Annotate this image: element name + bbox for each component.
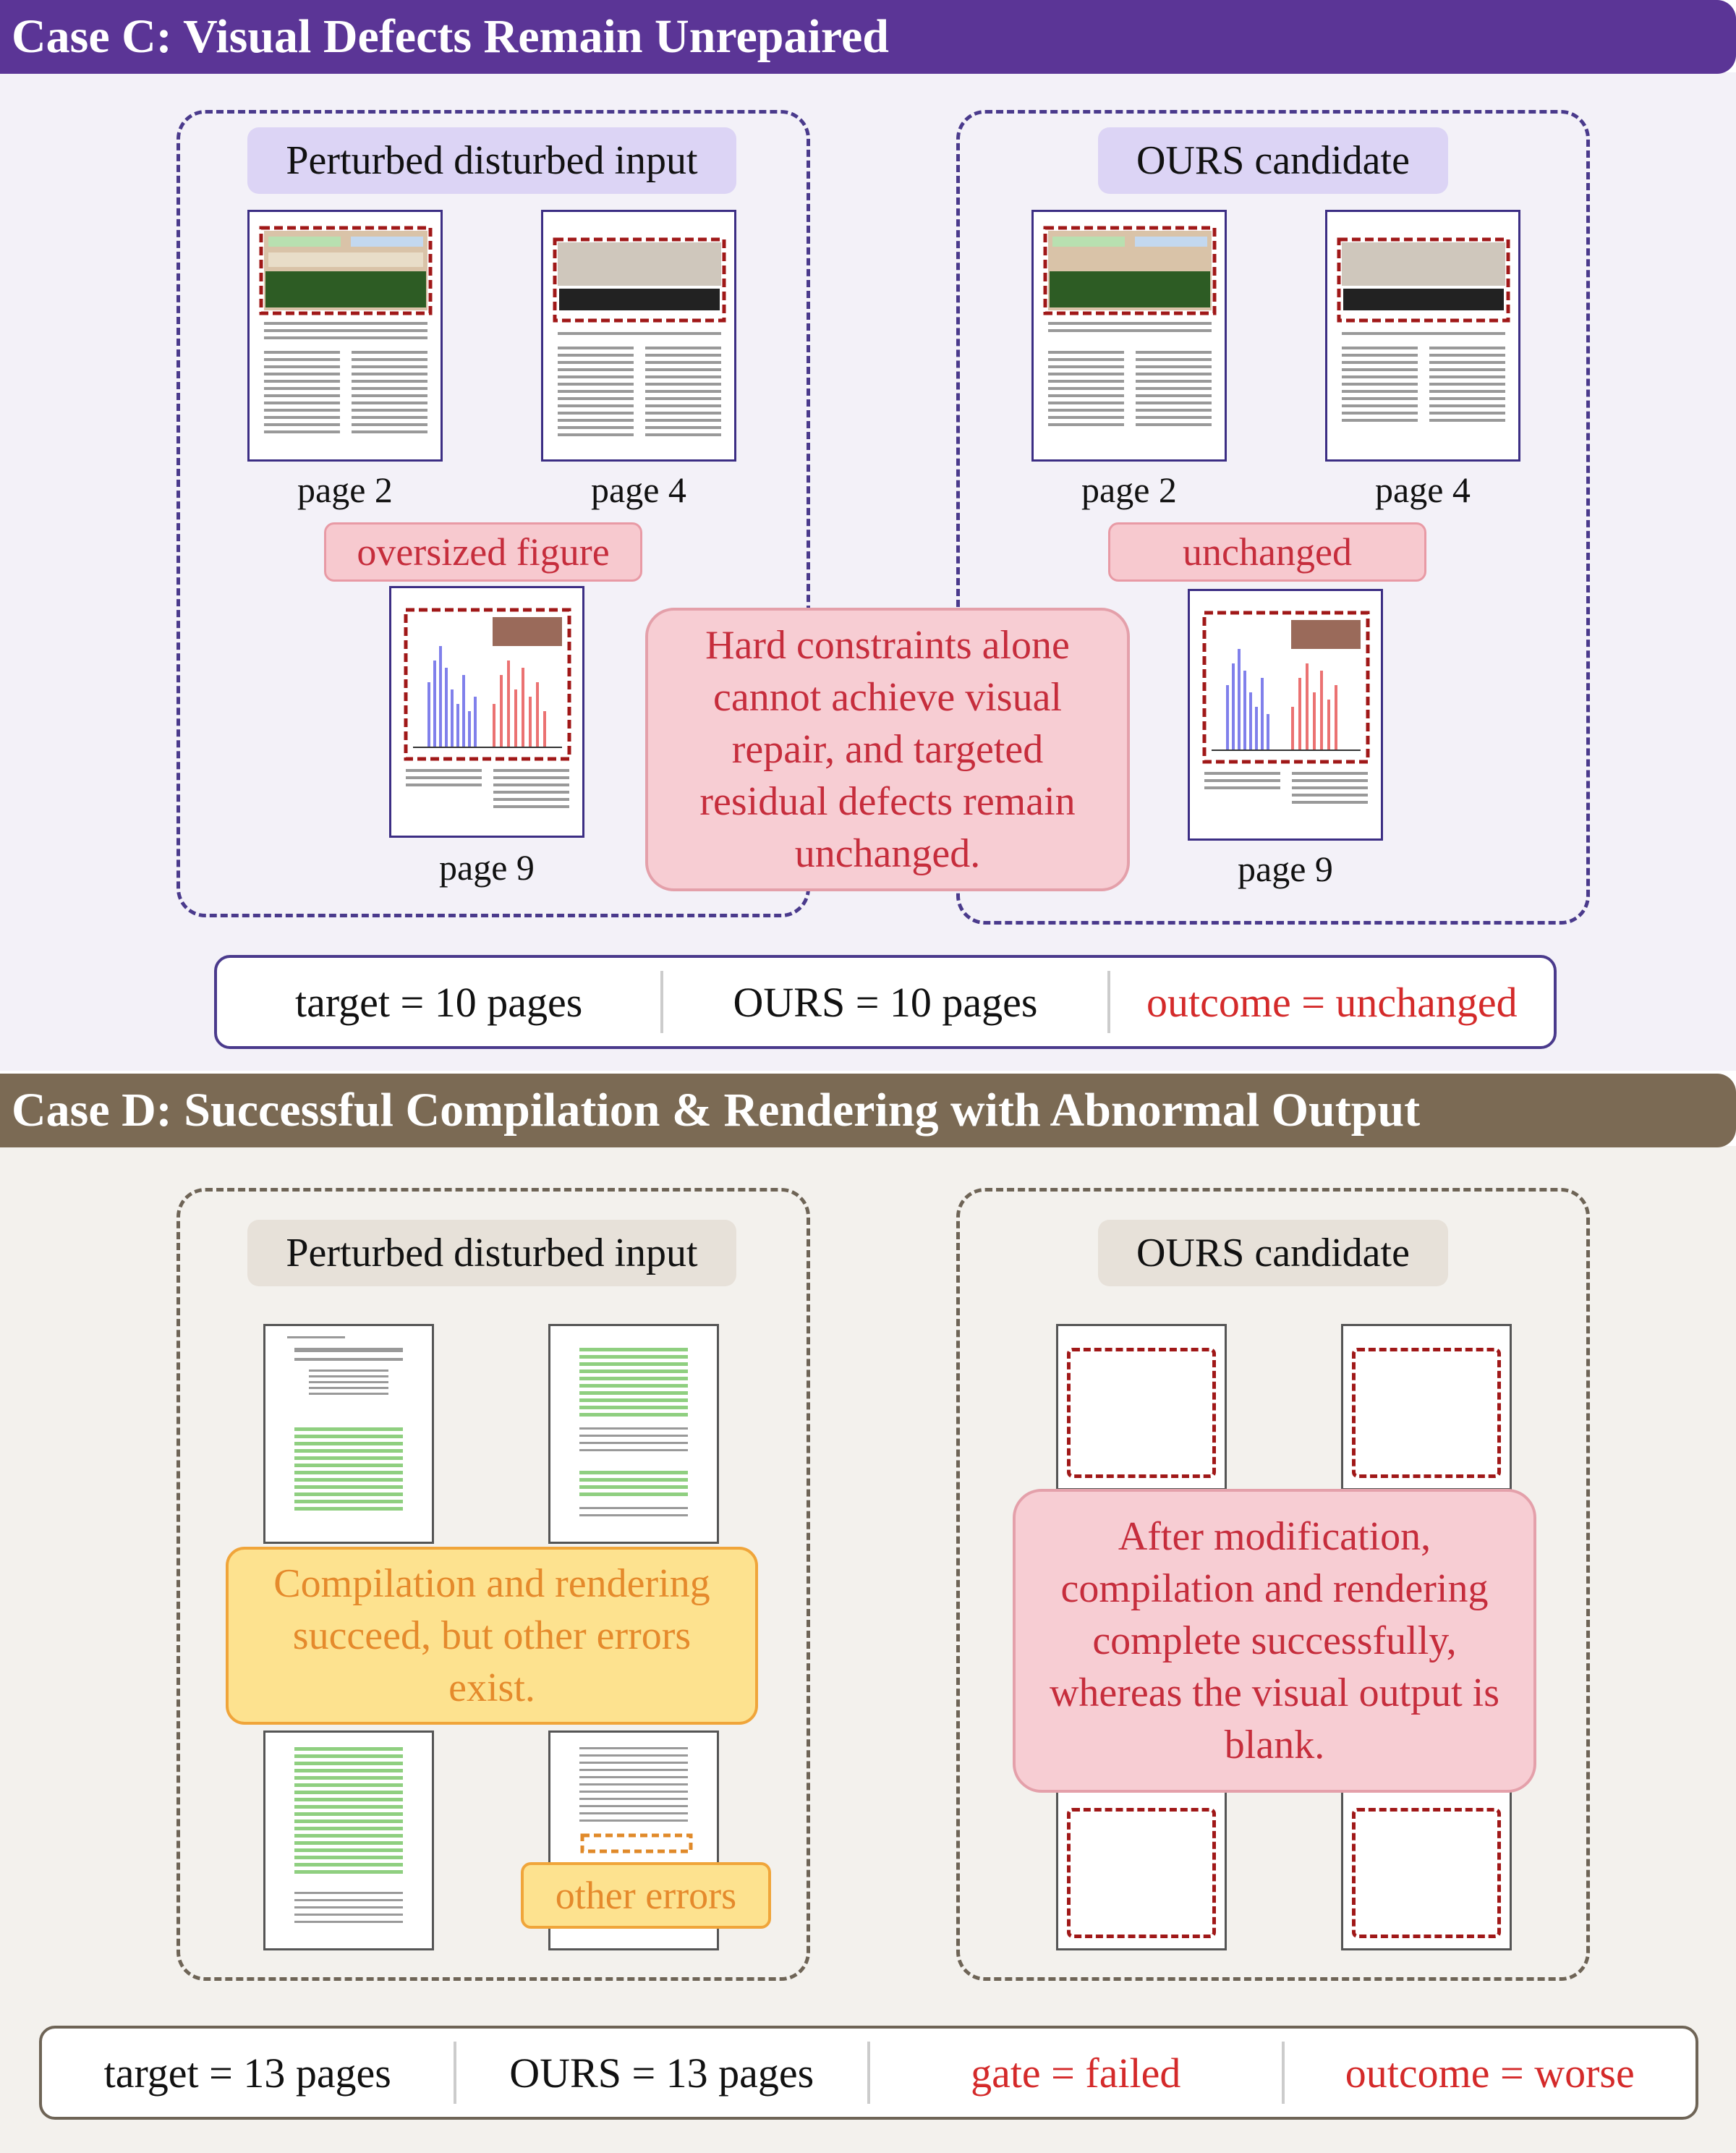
case-d-title: Case D: Successful Compilation & Renderi… — [12, 1084, 1421, 1137]
case-d-ours-page-1-blank — [1056, 1324, 1227, 1490]
ours-page-4-figure — [1337, 237, 1510, 422]
case-c-ours-page-2-label: page 2 — [1081, 470, 1177, 510]
case-d-input-header: Perturbed disturbed input — [247, 1220, 736, 1286]
case-c-input-page-4-thumbnail — [541, 210, 736, 462]
case-c-title: Case C: Visual Defects Remain Unrepaired — [12, 10, 889, 63]
case-c-ours-panel — [956, 110, 1590, 925]
case-c-input-page-2-thumbnail — [247, 210, 443, 462]
case-d-summary: target = 13 pages OURS = 13 pages gate =… — [39, 2026, 1698, 2120]
case-c-ours-page-4-thumbnail — [1325, 210, 1520, 462]
case-c-input-header: Perturbed disturbed input — [247, 127, 736, 194]
case-c-banner: Case C: Visual Defects Remain Unrepaired — [0, 0, 1736, 74]
blank-region-marker — [1352, 1348, 1501, 1478]
case-c-ours-pages: OURS = 10 pages — [733, 978, 1038, 1026]
case-c-ours-page-4-label: page 4 — [1375, 470, 1471, 510]
case-c-input-page-9-thumbnail — [389, 586, 584, 838]
case-c-input-page-4-label: page 4 — [591, 470, 686, 510]
page-4-figure — [553, 237, 726, 436]
divider — [660, 971, 664, 1033]
blank-region-marker — [1352, 1808, 1501, 1938]
page-2-figure — [259, 226, 433, 433]
case-d-input-page-1-thumbnail — [263, 1324, 434, 1544]
case-d-ours-page-2-blank — [1341, 1324, 1512, 1490]
case-c-ours-page-9-thumbnail — [1188, 589, 1383, 841]
page-9-histogram — [404, 608, 571, 808]
page-text-lines — [579, 1348, 688, 1516]
page-text-lines — [294, 1747, 403, 1923]
case-d-target-pages: target = 13 pages — [103, 2049, 391, 2097]
case-c-outcome: outcome = unchanged — [1146, 978, 1518, 1026]
other-errors-tag: other errors — [521, 1862, 771, 1929]
case-d-ours-pages: OURS = 13 pages — [509, 2049, 814, 2097]
case-d-banner: Case D: Successful Compilation & Renderi… — [0, 1074, 1736, 1147]
case-c-ours-page-2-thumbnail — [1031, 210, 1227, 462]
case-c-callout: Hard constraints alone cannot achieve vi… — [645, 608, 1130, 891]
case-d-input-page-2-thumbnail — [548, 1324, 719, 1544]
case-c-input-page-9-label: page 9 — [439, 847, 535, 888]
case-d-ours-header: OURS candidate — [1098, 1220, 1448, 1286]
unchanged-tag: unchanged — [1108, 522, 1426, 582]
divider — [1281, 2042, 1285, 2104]
case-d-ours-page-3-blank — [1056, 1787, 1227, 1950]
case-c-summary: target = 10 pages OURS = 10 pages outcom… — [214, 955, 1557, 1049]
case-d-input-page-3-thumbnail — [263, 1731, 434, 1950]
ours-page-9-histogram — [1202, 611, 1370, 804]
blank-region-marker — [1067, 1808, 1216, 1938]
case-d-ours-panel — [956, 1188, 1590, 1981]
ours-page-2-figure — [1043, 226, 1217, 426]
case-d-ours-page-4-blank — [1341, 1787, 1512, 1950]
divider — [453, 2042, 456, 2104]
case-d-input-panel — [176, 1188, 810, 1981]
case-d-gate: gate = failed — [971, 2049, 1181, 2097]
divider — [1107, 971, 1110, 1033]
oversized-figure-tag: oversized figure — [324, 522, 642, 582]
blank-region-marker — [1067, 1348, 1216, 1478]
case-d-outcome: outcome = worse — [1345, 2049, 1635, 2097]
case-d-input-callout: Compilation and rendering succeed, but o… — [226, 1547, 758, 1725]
divider — [867, 2042, 870, 2104]
case-c-input-panel — [176, 110, 810, 917]
case-c-target-pages: target = 10 pages — [295, 978, 583, 1026]
case-c-input-page-2-label: page 2 — [297, 470, 393, 510]
case-c-ours-page-9-label: page 9 — [1238, 849, 1333, 889]
case-d-ours-callout: After modification, compilation and rend… — [1013, 1489, 1536, 1793]
page-text-lines — [579, 1747, 693, 1853]
page-text-lines — [287, 1336, 403, 1511]
case-c-ours-header: OURS candidate — [1098, 127, 1448, 194]
